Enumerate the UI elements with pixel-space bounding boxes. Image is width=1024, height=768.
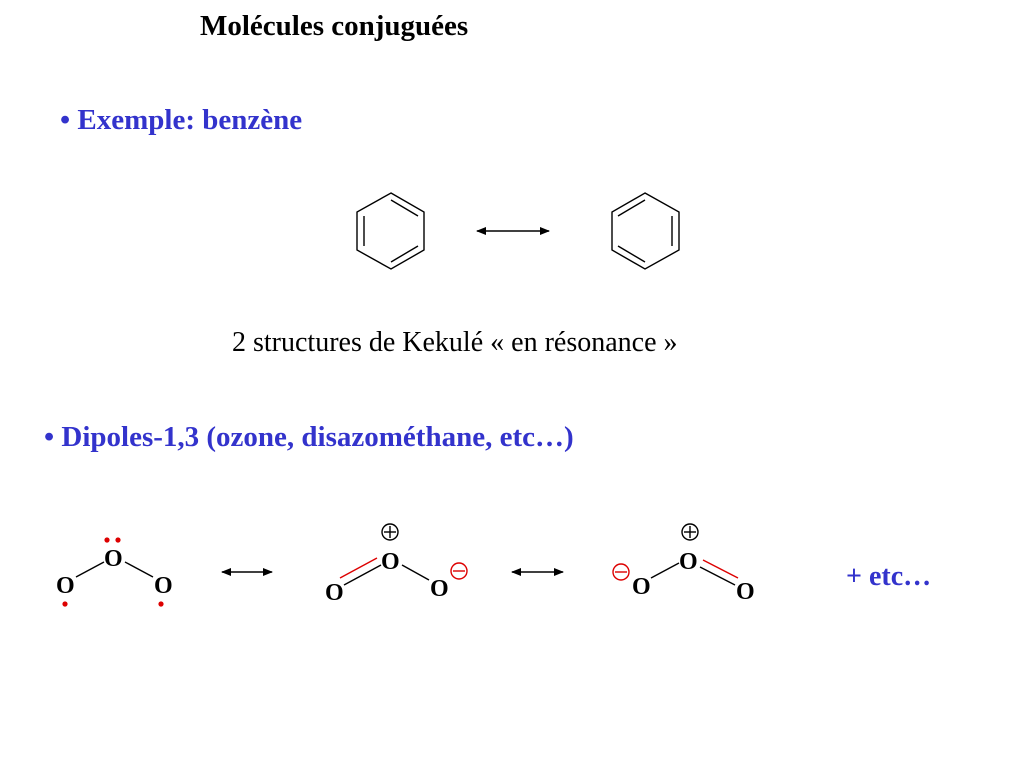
benzene-kekule-2 [611,192,680,270]
negative-charge-icon [612,563,630,581]
oxygen-atom: O [632,574,651,600]
oxygen-atom: O [736,579,755,605]
positive-charge-icon [681,523,699,541]
oxygen-atom: O [430,576,449,602]
oxygen-atom: O [104,546,123,572]
radical-dot [158,601,164,607]
oxygen-atom: O [679,549,698,575]
lone-pair-dot [115,537,121,543]
radical-dot [62,601,68,607]
oxygen-atom: O [381,549,400,575]
kekule-caption: 2 structures de Kekulé « en résonance » [232,327,678,358]
ozone-structure-3: O O O [612,523,755,605]
bullet-dipoles: • Dipoles-1,3 (ozone, disazométhane, etc… [44,421,574,453]
benzene-kekule-1 [356,192,425,270]
oxygen-atom: O [325,580,344,606]
ozone-structure-1: O O O [56,537,173,607]
oxygen-atom: O [154,573,173,599]
lone-pair-dot [104,537,110,543]
page-title: Molécules conjuguées [200,10,469,42]
oxygen-atom: O [56,573,75,599]
positive-charge-icon [381,523,399,541]
negative-charge-icon [450,562,468,580]
bullet-benzene: • Exemple: benzène [60,104,303,136]
ozone-structure-2: O O O [325,523,468,606]
etc-label: + etc… [846,561,932,592]
